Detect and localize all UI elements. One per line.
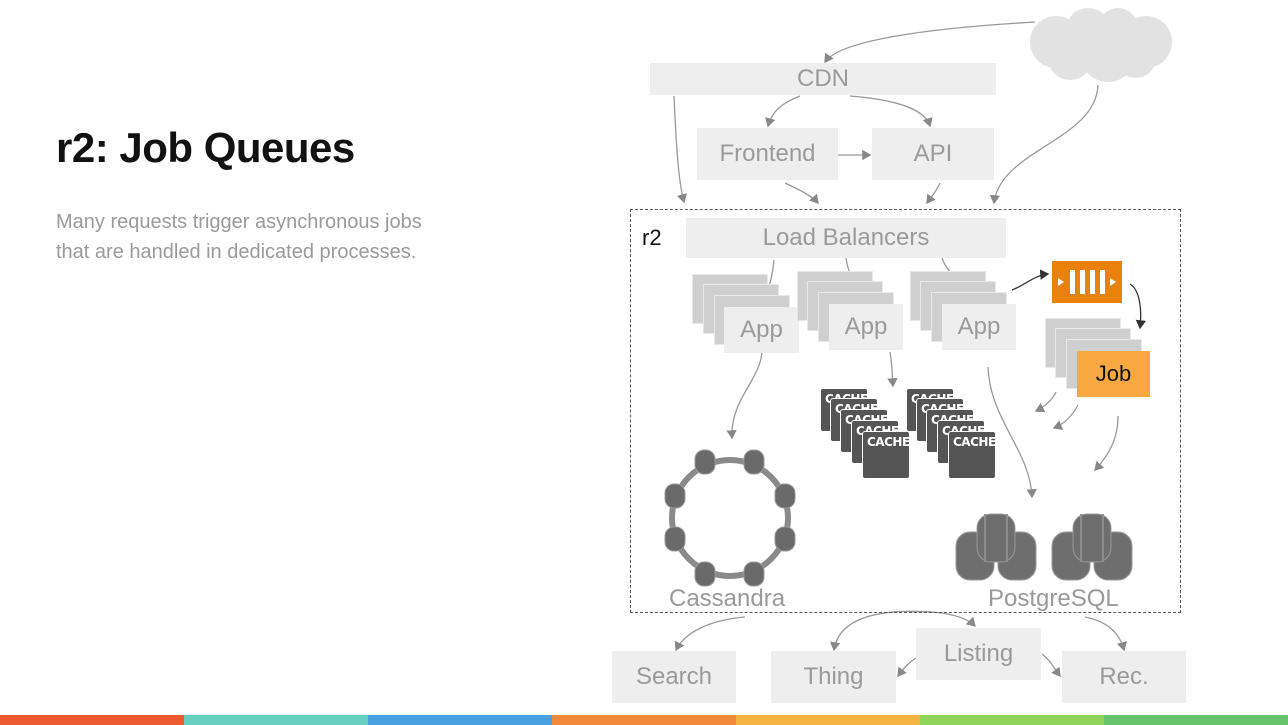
cloud-icon <box>1030 8 1172 82</box>
job-queue-icon <box>1052 261 1122 303</box>
postgresql-database-icon <box>955 513 1133 581</box>
search-box: Search <box>612 651 736 703</box>
slide-description: Many requests trigger asynchronous jobs … <box>56 211 422 263</box>
r2-boundary <box>630 209 1181 613</box>
slide-title: r2: Job Queues <box>56 124 355 171</box>
r2-label: r2 <box>642 225 662 250</box>
frontend-box: Frontend <box>697 128 838 180</box>
app-box: App <box>829 304 903 350</box>
cache-icon: CACHE <box>948 431 996 479</box>
api-box: API <box>872 128 994 180</box>
rec-box: Rec. <box>1062 651 1186 703</box>
listing-box: Listing <box>916 628 1041 680</box>
load-balancers-box: Load Balancers <box>686 218 1006 258</box>
app-box: App <box>942 304 1016 350</box>
cassandra-label: Cassandra <box>669 585 786 612</box>
job-box: Job <box>1077 351 1150 397</box>
cache-icon: CACHE <box>862 431 910 479</box>
cassandra-ring-icon <box>664 449 796 587</box>
app-box: App <box>724 307 799 353</box>
cdn-box: CDN <box>650 63 996 95</box>
postgresql-label: PostgreSQL <box>988 585 1119 612</box>
thing-box: Thing <box>771 651 896 703</box>
